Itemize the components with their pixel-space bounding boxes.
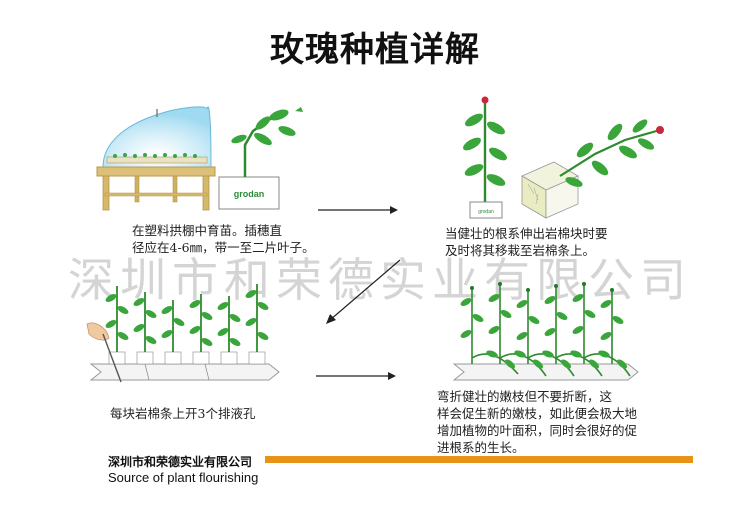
step-2-caption: 当健壮的根系伸出岩棉块时要 及时将其移栽至岩棉条上。 — [445, 226, 608, 258]
grodan-block — [218, 176, 280, 210]
arrow-right-1 — [318, 206, 398, 214]
bent-shoots-illustration — [452, 282, 639, 381]
arrow-diagonal — [326, 259, 401, 324]
arrow-right-2 — [316, 372, 396, 380]
table-top — [96, 166, 216, 177]
step-1-caption: 在塑料拱棚中育苗。插穗直 径应在4-6㎜，带一至二片叶子。 — [132, 223, 315, 255]
footer-source: Source of plant flourishing — [108, 470, 259, 485]
plastic-dome — [102, 106, 212, 168]
svg-text:grodan: grodan — [478, 209, 494, 215]
step-3-caption: 每块岩棉条上开3个排液孔 — [110, 406, 256, 421]
slab-seedlings-illustration — [86, 284, 280, 383]
transplant-illustration: grodan — [463, 96, 664, 219]
greenhouse-illustration: grodan — [96, 106, 303, 211]
rose-bud-icon — [481, 96, 489, 104]
footer-company: 深圳市和荣德实业有限公司 — [108, 455, 253, 469]
seedlings — [105, 284, 269, 365]
step-4-caption: 弯折健壮的嫩枝但不要折断，这 样会促生新的嫩枝，如此便会极大地 增加植物的叶面积… — [437, 389, 638, 455]
seedling-tray — [106, 156, 208, 164]
rockwool-slab — [89, 363, 280, 381]
grodan-label: grodan — [234, 189, 265, 199]
footer-bar — [265, 456, 693, 463]
page-title: 玫瑰种植详解 — [270, 30, 480, 70]
